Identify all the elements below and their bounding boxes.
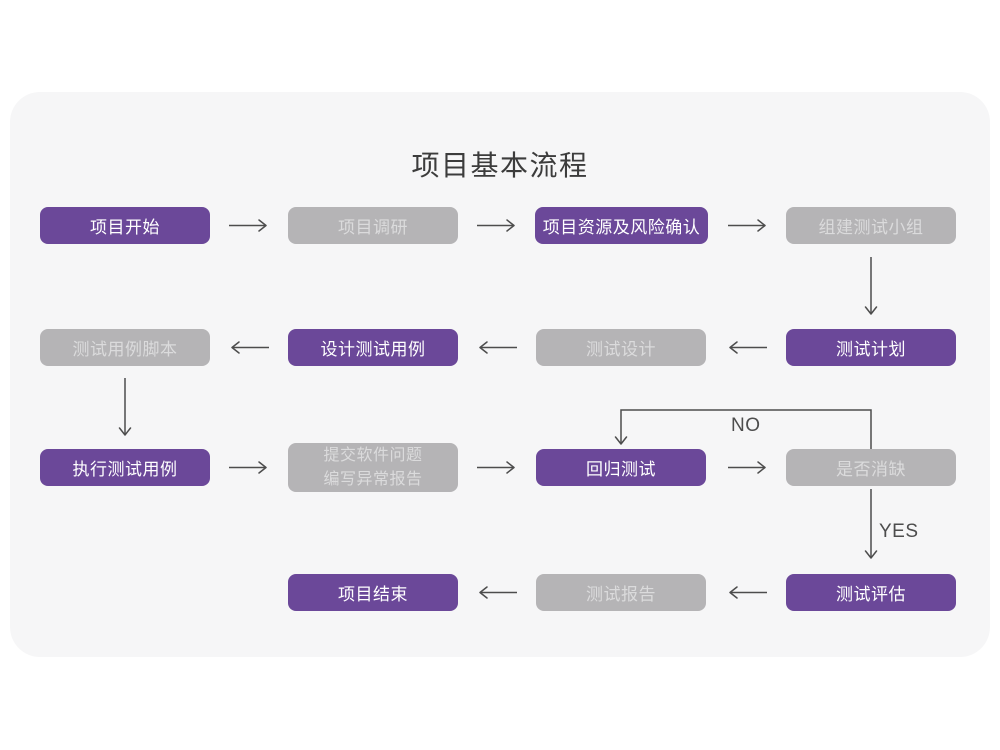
- node-regression-test: 回归测试: [536, 449, 706, 486]
- flowchart-card: [10, 92, 990, 657]
- node-submit-issues-report: 提交软件问题 编写异常报告: [288, 443, 458, 492]
- no-branch-label: NO: [731, 415, 761, 436]
- yes-branch-label: YES: [879, 521, 919, 542]
- node-project-research: 项目调研: [288, 207, 458, 244]
- node-test-evaluation: 测试评估: [786, 574, 956, 611]
- node-design-test-cases: 设计测试用例: [288, 329, 458, 366]
- node-resources-risk: 项目资源及风险确认: [535, 207, 708, 244]
- node-test-plan: 测试计划: [786, 329, 956, 366]
- node-test-design: 测试设计: [536, 329, 706, 366]
- node-build-test-team: 组建测试小组: [786, 207, 956, 244]
- node-defect-cleared: 是否消缺: [786, 449, 956, 486]
- node-project-end: 项目结束: [288, 574, 458, 611]
- node-test-case-script: 测试用例脚本: [40, 329, 210, 366]
- node-project-start: 项目开始: [40, 207, 210, 244]
- node-test-report: 测试报告: [536, 574, 706, 611]
- node-execute-test-cases: 执行测试用例: [40, 449, 210, 486]
- page-title: 项目基本流程: [411, 150, 589, 181]
